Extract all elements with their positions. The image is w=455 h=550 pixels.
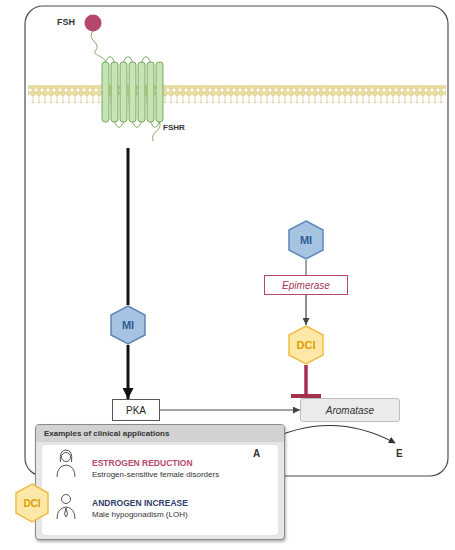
connector-path [127, 345, 130, 399]
receptor-loop [115, 122, 160, 128]
application-title: ANDROGEN INCREASE [92, 498, 188, 508]
fsh-ligand [85, 15, 102, 32]
transmembrane-helix [147, 62, 154, 122]
ligand-label: FSH [57, 17, 75, 27]
hexagon-shape [111, 306, 145, 344]
inhibition-arrow [306, 365, 307, 398]
fsh-receptor [91, 31, 163, 141]
molecule-hexagon: DCI [15, 483, 49, 523]
molecule-hexagon: DCI [288, 325, 324, 365]
transmembrane-helix [129, 62, 136, 122]
transmembrane-helix [102, 62, 109, 122]
application-title: ESTROGEN REDUCTION [92, 458, 193, 468]
hexagon-shape [289, 221, 323, 259]
connector-path [305, 295, 306, 325]
product-label: E [396, 448, 403, 459]
application-text: Estrogen-sensitive female disorders [92, 470, 219, 479]
icon-hair [60, 450, 72, 462]
icon-tie [65, 508, 68, 517]
node-label: Epimerase [282, 280, 330, 291]
connector-path [160, 409, 300, 410]
node-label: MI [300, 234, 312, 246]
icon-head [62, 453, 71, 462]
node-label: Aromatase [326, 405, 374, 416]
receptor-loop [106, 57, 151, 63]
icon-head [62, 495, 71, 504]
receptor-label: FSHR [163, 123, 185, 132]
signal-arrow-shaft [127, 148, 130, 305]
panel-frame [25, 6, 448, 476]
hexagon-shape [16, 484, 48, 522]
enzyme-box: Epimerase [264, 275, 348, 295]
transmembrane-helix [120, 62, 127, 122]
enzyme-box: Aromatase [300, 398, 400, 422]
transmembrane-helix [138, 62, 145, 122]
molecule-hexagon: MI [288, 220, 324, 260]
woman-icon [57, 450, 75, 477]
application-text: Male hypogonadism (LOH) [92, 510, 188, 519]
transmembrane-helix [111, 62, 118, 122]
icon-body [57, 465, 75, 477]
connector-line [306, 260, 307, 275]
connector-path [305, 260, 306, 275]
molecule-hexagon: MI [110, 305, 146, 345]
man-icon [57, 495, 75, 520]
conversion-arrow [306, 295, 307, 325]
application-panel: Examples of clinical applicationsESTROGE… [35, 424, 285, 540]
receptor-c-terminus [153, 122, 161, 141]
activation-arrow [160, 410, 300, 411]
panel-heading: Examples of clinical applications [36, 425, 284, 442]
cell-membrane [28, 85, 446, 103]
kinase-box: PKA [112, 399, 160, 421]
signal-arrow [128, 345, 129, 399]
connector-path [304, 365, 308, 398]
icon-body [57, 507, 75, 519]
hexagon-shape [289, 326, 323, 364]
transmembrane-helix [156, 62, 163, 122]
substrate-label: A [253, 448, 260, 459]
node-label: DCI [297, 339, 316, 351]
node-label: MI [122, 319, 134, 331]
node-label: PKA [126, 405, 146, 416]
receptor-n-terminus [91, 31, 105, 62]
node-label: DCI [23, 498, 40, 509]
